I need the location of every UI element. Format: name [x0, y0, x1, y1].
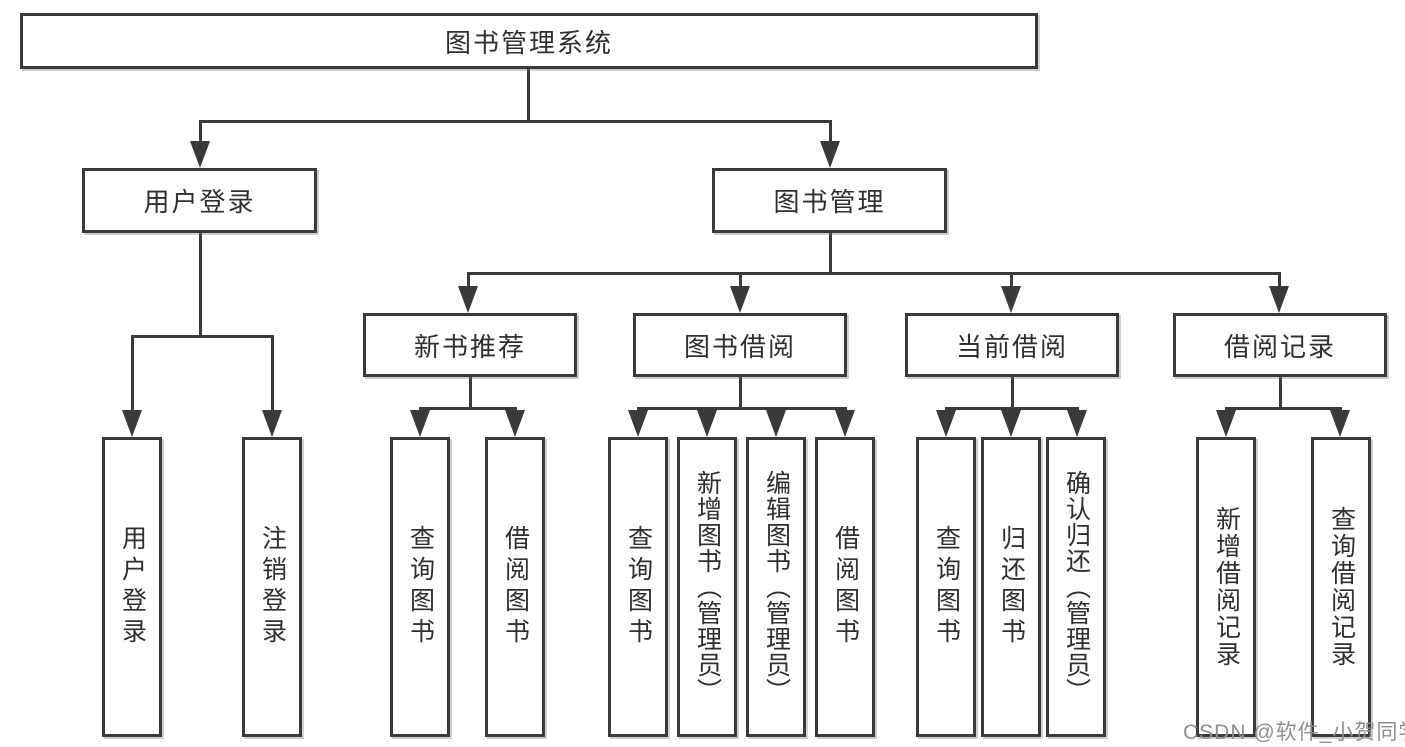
- connector-line: [1225, 407, 1342, 410]
- arrowhead-down-icon: [505, 410, 525, 437]
- arrowhead-down-icon: [730, 286, 750, 313]
- connector-line: [829, 120, 832, 142]
- connector-line: [271, 335, 274, 412]
- node-user-login: 用户登录: [82, 168, 317, 233]
- leaf-recommend-query-book: 查询图书: [390, 437, 450, 737]
- arrowhead-down-icon: [458, 286, 478, 313]
- connector-line: [739, 272, 742, 288]
- node-borrow-records: 借阅记录: [1173, 313, 1387, 377]
- leaf-borrowing-query-book: 查询图书: [608, 437, 668, 737]
- leaf-records-add-record: 新增借阅记录: [1196, 437, 1256, 737]
- leaf-current-query-book: 查询图书: [916, 437, 976, 737]
- leaf-user-login-label: 用户登录: [118, 525, 147, 649]
- connector-line: [467, 272, 1281, 275]
- leaf-current-return-book: 归还图书: [981, 437, 1041, 737]
- arrowhead-down-icon: [820, 141, 840, 168]
- connector-line: [131, 335, 273, 338]
- arrowhead-down-icon: [766, 410, 786, 437]
- leaf-records-query-record-label: 查询借阅记录: [1327, 506, 1356, 668]
- leaf-borrowing-borrow-book: 借阅图书: [815, 437, 875, 737]
- node-book-management-label: 图书管理: [773, 187, 886, 217]
- leaf-borrowing-borrow-book-label: 借阅图书: [831, 525, 860, 649]
- arrowhead-down-icon: [410, 410, 430, 437]
- arrowhead-down-icon: [1001, 286, 1021, 313]
- connector-line: [739, 377, 742, 408]
- connector-line: [199, 233, 202, 336]
- node-new-book-recommend-label: 新书推荐: [413, 331, 526, 362]
- node-book-borrowing: 图书借阅: [633, 313, 847, 377]
- node-borrow-records-label: 借阅记录: [1223, 331, 1336, 362]
- node-user-login-label: 用户登录: [143, 187, 256, 217]
- node-book-borrowing-label: 图书借阅: [683, 331, 796, 362]
- connector-line: [829, 233, 832, 274]
- arrowhead-down-icon: [1330, 410, 1350, 437]
- leaf-current-confirm-return-label: 确认归还（管理员）: [1062, 470, 1091, 704]
- leaf-logout: 注销登录: [242, 437, 302, 737]
- arrowhead-down-icon: [190, 141, 210, 168]
- leaf-current-return-book-label: 归还图书: [997, 525, 1026, 649]
- leaf-borrowing-add-book: 新增图书（管理员）: [677, 437, 737, 737]
- arrowhead-down-icon: [697, 410, 717, 437]
- arrowhead-down-icon: [262, 410, 282, 437]
- connector-line: [637, 407, 846, 410]
- leaf-borrowing-query-book-label: 查询图书: [624, 525, 653, 649]
- arrowhead-down-icon: [628, 410, 648, 437]
- connector-line: [419, 407, 516, 410]
- leaf-current-confirm-return: 确认归还（管理员）: [1046, 437, 1106, 737]
- connector-line: [199, 120, 831, 123]
- arrowhead-down-icon: [1269, 286, 1289, 313]
- connector-line: [467, 272, 470, 288]
- leaf-records-add-record-label: 新增借阅记录: [1212, 506, 1241, 668]
- arrowhead-down-icon: [1001, 410, 1021, 437]
- node-book-mgmt-system: 图书管理系统: [20, 13, 1038, 69]
- node-current-borrowing-label: 当前借阅: [955, 331, 1068, 362]
- node-book-mgmt-system-label: 图书管理系统: [444, 27, 613, 58]
- connector-line: [1011, 377, 1014, 408]
- connector-line: [1278, 272, 1281, 288]
- arrowhead-down-icon: [835, 410, 855, 437]
- arrowhead-down-icon: [1067, 410, 1087, 437]
- leaf-recommend-borrow-book-label: 借阅图书: [501, 525, 530, 649]
- arrowhead-down-icon: [936, 410, 956, 437]
- connector-line: [199, 120, 202, 142]
- connector-line: [131, 335, 134, 412]
- leaf-logout-label: 注销登录: [258, 525, 287, 649]
- leaf-borrowing-edit-book-label: 编辑图书（管理员）: [762, 470, 791, 704]
- csdn-watermark: CSDN @软件_小贺同学: [1183, 721, 1405, 744]
- node-current-borrowing: 当前借阅: [905, 313, 1119, 377]
- leaf-recommend-borrow-book: 借阅图书: [485, 437, 545, 737]
- leaf-recommend-query-book-label: 查询图书: [406, 525, 435, 649]
- node-book-management: 图书管理: [712, 168, 947, 233]
- arrowhead-down-icon: [122, 410, 142, 437]
- connector-line: [469, 377, 472, 408]
- leaf-borrowing-edit-book: 编辑图书（管理员）: [746, 437, 806, 737]
- connector-line: [1279, 377, 1282, 408]
- leaf-records-query-record: 查询借阅记录: [1311, 437, 1371, 737]
- node-new-book-recommend: 新书推荐: [363, 313, 577, 377]
- leaf-current-query-book-label: 查询图书: [932, 525, 961, 649]
- connector-line: [1010, 272, 1013, 288]
- leaf-user-login: 用户登录: [102, 437, 162, 737]
- leaf-borrowing-add-book-label: 新增图书（管理员）: [693, 470, 722, 704]
- connector-line: [527, 69, 530, 120]
- arrowhead-down-icon: [1216, 410, 1236, 437]
